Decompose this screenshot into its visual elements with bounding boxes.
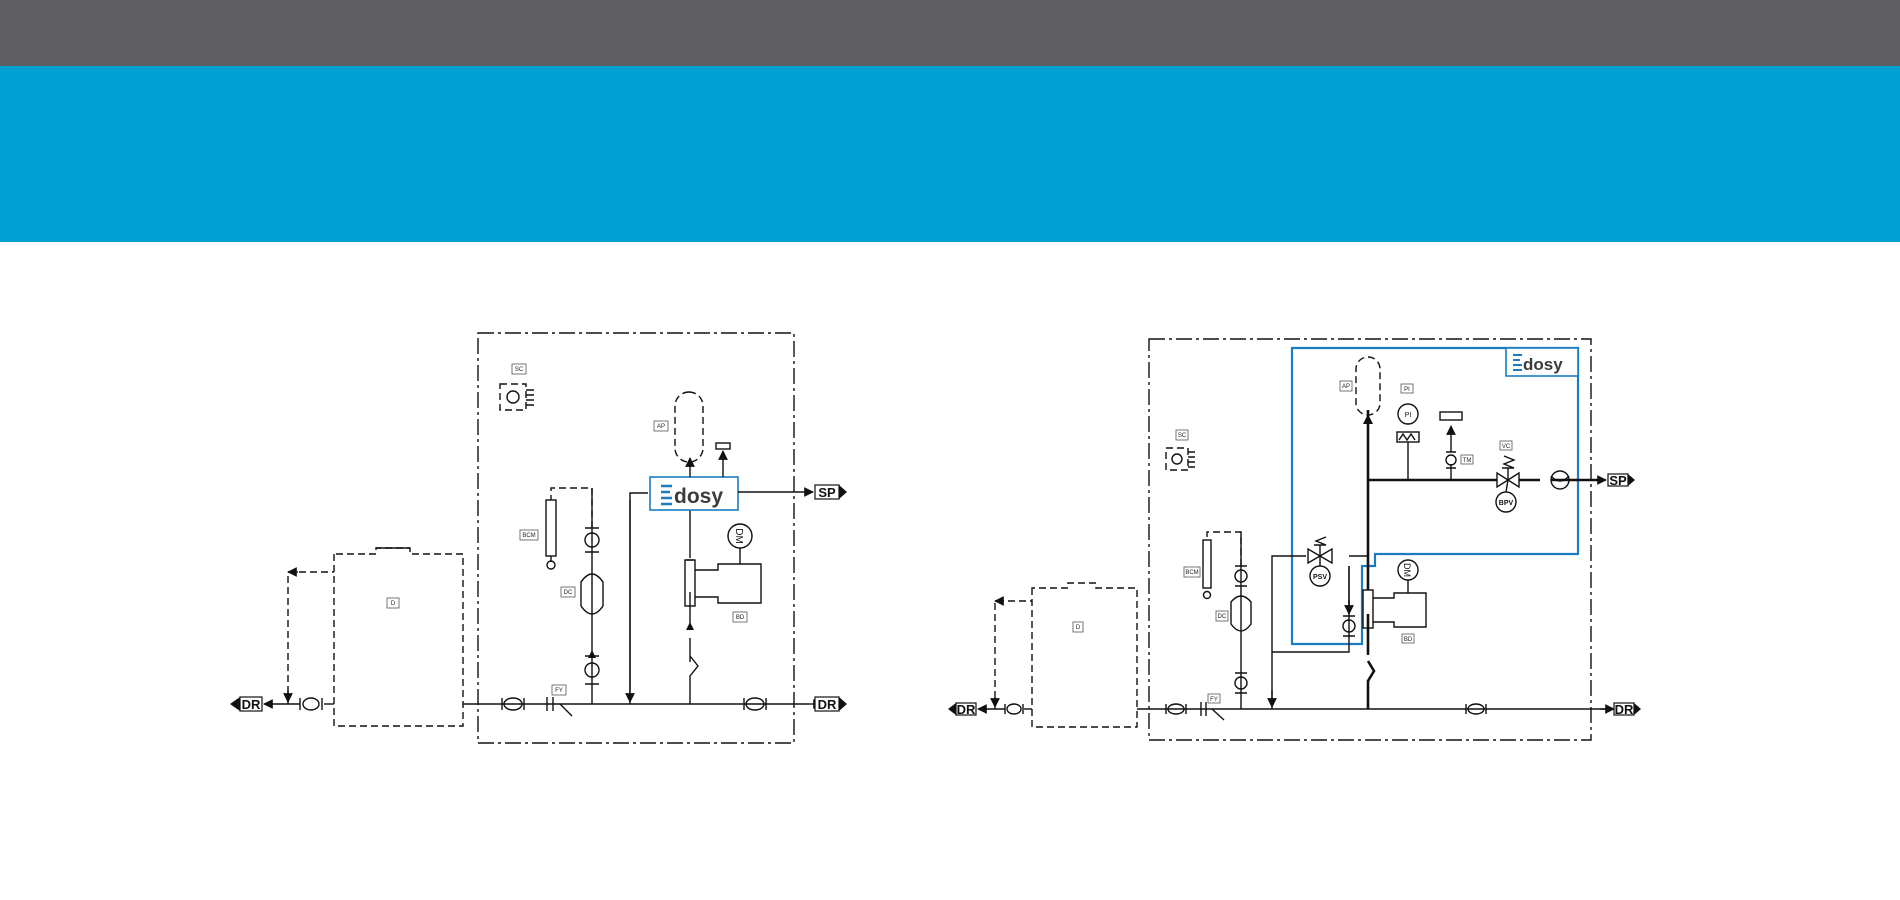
dosy-logo-text: dosy — [1523, 355, 1563, 374]
bpv-label: BPV — [1499, 500, 1514, 507]
skid-boundary — [477, 332, 795, 744]
tag-dc: DC — [1215, 610, 1229, 622]
svg-text:TM: TM — [1463, 458, 1472, 464]
dosy-logo-box: dosy — [649, 476, 739, 511]
terminal-dr-right: DR — [814, 696, 847, 712]
svg-text:D: D — [391, 601, 396, 607]
tag-bd: BD — [1401, 633, 1415, 644]
terminal-dr-left: DR — [230, 696, 263, 712]
tag-ap: AP — [1339, 380, 1353, 392]
inlet-pump — [501, 697, 525, 711]
tag-d: D — [1072, 621, 1084, 633]
top-bar — [0, 0, 1900, 66]
dosy-logo-box: dosy — [1505, 347, 1579, 377]
svg-text:SC: SC — [1178, 433, 1187, 439]
outlet-pump — [743, 697, 767, 711]
tag-tm: TM — [1460, 454, 1474, 465]
svg-text:AP: AP — [1342, 384, 1350, 390]
tag-bcm: BCM — [1183, 566, 1201, 578]
dosing-tank — [333, 547, 464, 727]
tag-bd: BD — [732, 611, 748, 623]
tag-bcm: BCM — [519, 529, 539, 541]
outlet-pump — [1465, 703, 1487, 715]
svg-text:BD: BD — [736, 615, 745, 621]
relief-valve-psv: PSV — [1307, 536, 1333, 587]
svg-text:FY: FY — [1210, 697, 1218, 703]
inlet-pump — [1165, 703, 1187, 715]
tag-ap: AP — [653, 420, 669, 432]
tag-fy: FY — [551, 684, 567, 696]
controller-sc — [499, 383, 534, 411]
diagram-right: dosy DR — [948, 338, 1641, 741]
svg-text:BD: BD — [1404, 637, 1413, 643]
label-dr-left: DR — [957, 702, 976, 717]
diagram-left: DR DR — [230, 332, 847, 744]
check-valve — [299, 697, 323, 711]
pressure-gauge-pi — [1397, 403, 1419, 425]
label-sp: SP — [818, 485, 836, 500]
pi-label: PI — [1405, 412, 1412, 419]
svg-text:FY: FY — [555, 688, 563, 694]
svg-text:DC: DC — [564, 590, 573, 596]
svg-text:BCM: BCM — [522, 533, 535, 539]
psv-label: PSV — [1313, 574, 1327, 581]
dampener-dc — [580, 573, 604, 615]
calibration-column — [545, 499, 557, 570]
label-dr-right: DR — [1615, 702, 1634, 717]
svg-text:DC: DC — [1218, 614, 1227, 620]
controller-sc — [1165, 447, 1195, 471]
dampener-dc — [1230, 595, 1252, 632]
hero-band — [0, 66, 1900, 242]
dosing-pump-head — [684, 559, 762, 607]
motor-label: DM — [1402, 563, 1412, 577]
back-pressure-valve-bpv: BPV — [1495, 455, 1520, 513]
label-dr-left: DR — [242, 697, 261, 712]
motor-label: DM — [733, 528, 744, 544]
tag-pi: PI — [1400, 383, 1414, 394]
svg-text:D: D — [1076, 625, 1081, 631]
tag-sc: SC — [511, 363, 527, 375]
svg-text:VC: VC — [1502, 444, 1511, 450]
skid-boundary — [1148, 338, 1592, 741]
check-valve — [1004, 703, 1024, 715]
label-sp: SP — [1609, 473, 1627, 488]
motor-dm — [727, 523, 753, 549]
tag-fy: FY — [1207, 693, 1221, 704]
accumulator-ap — [674, 391, 704, 463]
svg-text:AP: AP — [657, 424, 665, 430]
terminal-sp: SP — [814, 484, 847, 500]
dosy-logo-text: dosy — [674, 485, 723, 508]
dosing-tank — [1031, 582, 1138, 728]
terminal-dr-right: DR — [1613, 702, 1641, 717]
terminal-dr-left: DR — [948, 702, 977, 717]
tag-d: D — [386, 597, 400, 609]
tag-dc: DC — [560, 586, 576, 598]
dosing-pump-head — [1362, 589, 1427, 629]
tag-vc: VC — [1499, 440, 1513, 451]
calibration-column — [1202, 539, 1212, 600]
label-dr-right: DR — [818, 697, 837, 712]
dosy-scope-outline — [1290, 346, 1580, 646]
terminal-sp: SP — [1607, 473, 1635, 488]
tag-sc: SC — [1175, 429, 1189, 441]
svg-text:SC: SC — [515, 367, 524, 373]
motor-dm — [1397, 559, 1419, 581]
svg-text:BCM: BCM — [1185, 570, 1198, 576]
accumulator-ap — [1355, 356, 1381, 416]
svg-text:PI: PI — [1404, 387, 1410, 393]
